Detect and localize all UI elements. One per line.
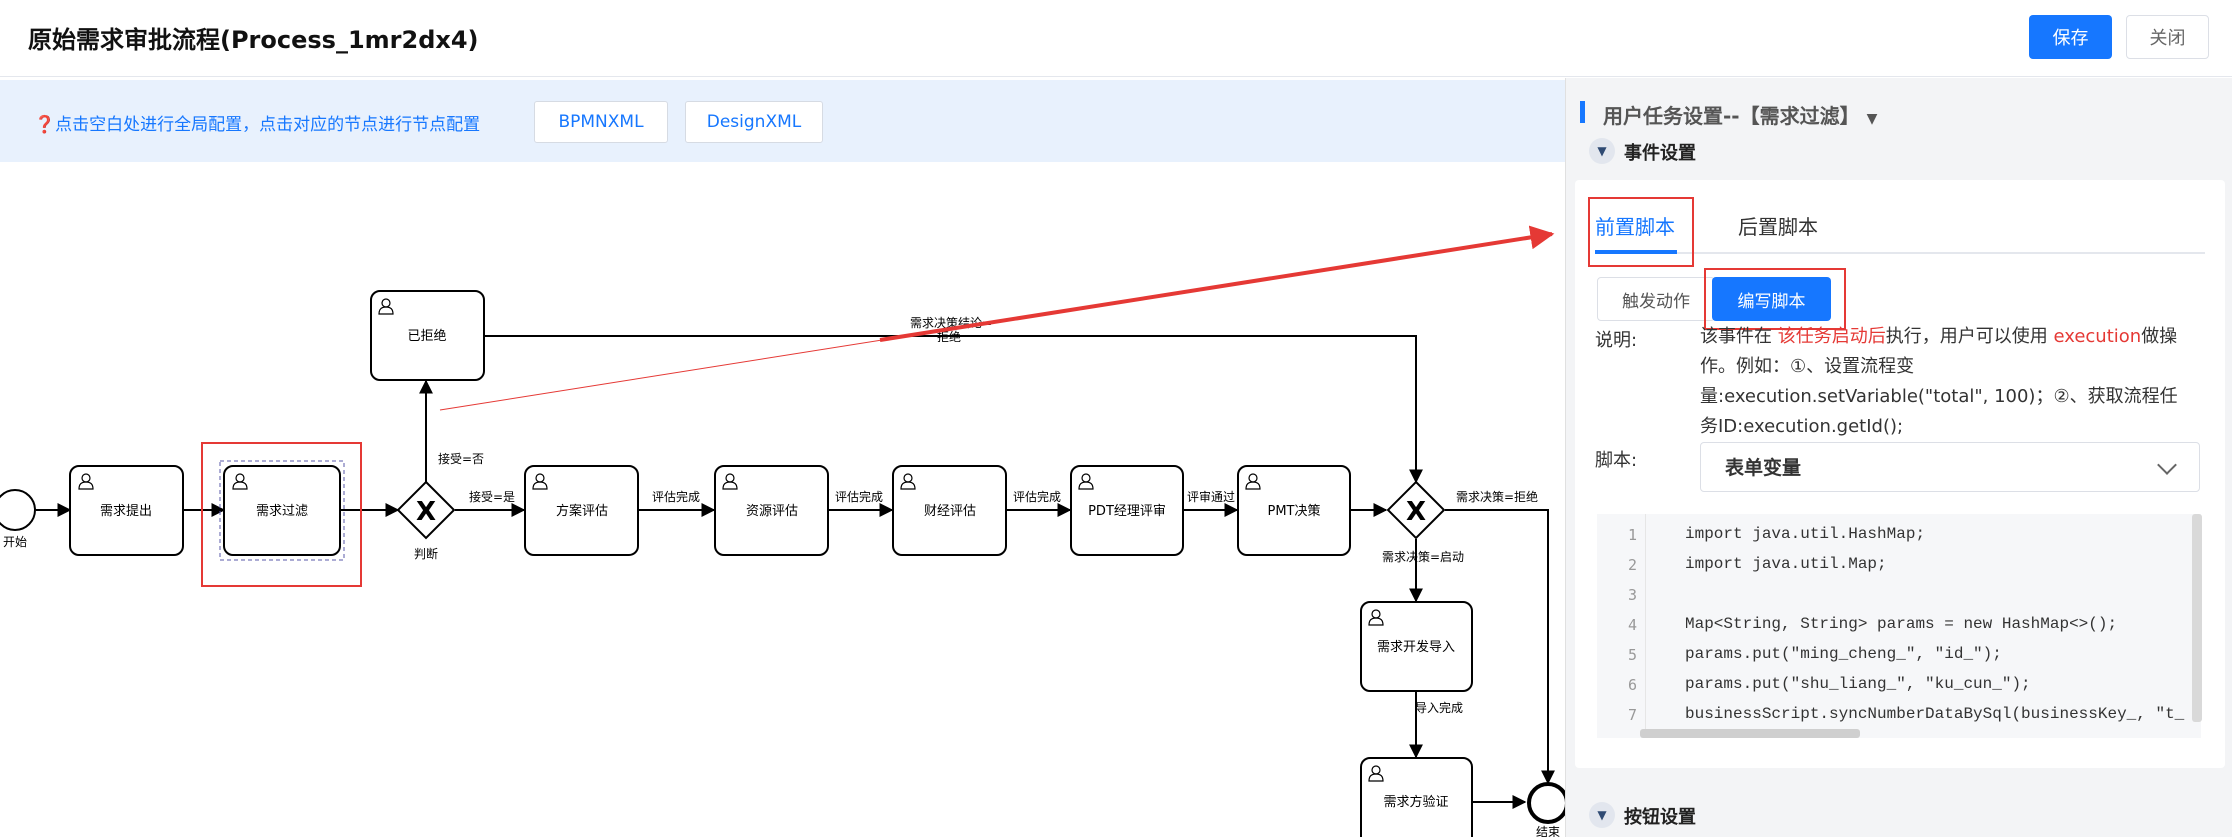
desc-label: 说明: — [1595, 330, 1638, 351]
task-rejected: 已拒绝 — [370, 290, 485, 381]
edge-label-eval-2: 评估完成 — [835, 489, 883, 504]
task-plan: 方案评估 — [524, 465, 639, 556]
trigger-action-button[interactable]: 触发动作 — [1597, 277, 1715, 321]
panel-title-accent — [1580, 101, 1585, 123]
task-filter: 需求过滤 — [219, 460, 345, 561]
task-verify-label: 需求方验证 — [1383, 794, 1448, 810]
event-section-title[interactable]: 事件设置 — [1624, 143, 1696, 164]
edge-label-eval-1: 评估完成 — [652, 489, 700, 504]
bpmn-xml-button[interactable]: BPMNXML — [534, 101, 668, 143]
task-submit-label: 需求提出 — [100, 503, 152, 519]
hint-text: ❓点击空白处进行全局配置，点击对应的节点进行节点配置 — [34, 115, 481, 135]
header-bar: 原始需求审批流程(Process_1mr2dx4) 保存 关闭 — [0, 0, 2232, 77]
task-dev-import: 需求开发导入 — [1360, 601, 1473, 692]
task-finance: 财经评估 — [892, 465, 1007, 556]
task-pmt: PMT决策 — [1237, 465, 1351, 556]
end-event: 结束 — [1527, 782, 1565, 837]
line-number: 3 — [1627, 586, 1637, 604]
edge-label-import-done: 导入完成 — [1415, 700, 1463, 715]
task-resource: 资源评估 — [714, 465, 829, 556]
save-button[interactable]: 保存 — [2029, 15, 2112, 59]
design-xml-button[interactable]: DesignXML — [685, 101, 823, 143]
edge-label-decision-top-2: 拒绝 — [937, 329, 961, 344]
end-label: 结束 — [1536, 825, 1560, 837]
script-select[interactable] — [1700, 442, 2200, 492]
gateway-decision: X — [1386, 480, 1446, 540]
highlight-box-edit — [1704, 268, 1846, 330]
line-number: 5 — [1627, 646, 1637, 664]
page-title: 原始需求审批流程(Process_1mr2dx4) — [28, 26, 479, 54]
task-verify: 需求方验证 — [1360, 757, 1473, 837]
start-event — [0, 489, 36, 531]
bpmn-canvas[interactable] — [0, 78, 1565, 837]
task-dev-import-label: 需求开发导入 — [1377, 639, 1455, 655]
edge-label-accept-no: 接受=否 — [438, 451, 484, 466]
gateway-judge-label: 判断 — [414, 546, 438, 561]
edge-label-review-pass: 评审通过 — [1187, 489, 1235, 504]
code-line: import java.util.HashMap; — [1685, 525, 1926, 543]
code-line: params.put("shu_liang_", "ku_cun_"); — [1685, 675, 2031, 693]
code-line: Map<String, String> params = new HashMap… — [1685, 615, 2118, 633]
line-number: 2 — [1627, 556, 1637, 574]
line-number: 4 — [1627, 616, 1637, 634]
highlight-box-tab — [1588, 197, 1694, 267]
line-number: 6 — [1627, 676, 1637, 694]
code-line: import java.util.Map; — [1685, 555, 1887, 573]
vertical-scrollbar[interactable] — [2192, 514, 2202, 722]
code-line: params.put("ming_cheng_", "id_"); — [1685, 645, 2002, 663]
close-button[interactable]: 关闭 — [2126, 15, 2209, 59]
task-pdt-label: PDT经理评审 — [1088, 504, 1166, 519]
task-finance-label: 财经评估 — [924, 504, 976, 519]
panel-title[interactable]: 用户任务设置--【需求过滤】 ▼ — [1603, 100, 1877, 129]
task-rejected-label: 已拒绝 — [407, 328, 446, 344]
tab-post-script[interactable]: 后置脚本 — [1738, 215, 1818, 239]
line-number: 1 — [1627, 526, 1637, 544]
desc-suffix: 做操作。例如：①、设置流程变量:execution.setVariable("t… — [1700, 326, 2178, 437]
desc-var: execution — [2053, 326, 2142, 347]
edit-script-button[interactable]: 编写脚本 — [1712, 277, 1831, 321]
horizontal-scrollbar[interactable] — [1640, 729, 1860, 738]
collapse-icon[interactable]: ▼ — [1589, 802, 1615, 828]
task-plan-label: 方案评估 — [556, 503, 608, 519]
line-number: 7 — [1627, 706, 1637, 724]
task-pmt-label: PMT决策 — [1268, 503, 1321, 519]
edge-label-eval-3: 评估完成 — [1013, 489, 1061, 504]
svg-text:X: X — [1406, 497, 1426, 527]
collapse-icon[interactable]: ▼ — [1589, 138, 1615, 164]
panel-title-text: 用户任务设置--【需求过滤】 — [1603, 104, 1860, 128]
task-submit: 需求提出 — [69, 465, 184, 556]
tab-pre-script[interactable]: 前置脚本 — [1595, 215, 1675, 239]
code-line: businessScript.syncNumberDataBySql(busin… — [1685, 705, 2185, 723]
edge-label-accept-yes: 接受=是 — [469, 489, 515, 504]
task-resource-label: 资源评估 — [746, 504, 798, 519]
task-pdt: PDT经理评审 — [1070, 465, 1184, 556]
desc-prefix: 该事件在 — [1700, 326, 1772, 347]
button-section-title[interactable]: 按钮设置 — [1624, 807, 1696, 828]
gateway-judge: X 判断 — [396, 480, 456, 561]
edge-label-decision-start: 需求决策=启动 — [1382, 550, 1464, 564]
svg-text:X: X — [416, 497, 436, 527]
task-filter-label: 需求过滤 — [256, 504, 308, 519]
highlight-box-filter — [201, 442, 362, 587]
bpmn-diagram: 开始 需求提出 需求过滤 X 判断 已拒绝 方案评估 资源评估 财经评估 — [0, 225, 1565, 837]
tab-divider — [1595, 252, 2205, 254]
description-text: 该事件在 该任务启动后执行，用户可以使用 execution做操作。例如：①、设… — [1700, 322, 2195, 442]
caret-down-icon[interactable]: ▼ — [1866, 111, 1878, 127]
tab-active-indicator — [1595, 250, 1677, 254]
edge-label-decision-reject: 需求决策=拒绝 — [1456, 489, 1538, 504]
script-select-value: 表单变量 — [1725, 457, 1802, 479]
start-label: 开始 — [3, 535, 27, 549]
code-editor[interactable]: 1 2 3 4 5 6 7 import java.util.HashMap; … — [1597, 514, 2201, 738]
annotation-arrow — [879, 225, 1555, 342]
desc-middle: 执行，用户可以使用 — [1885, 326, 2048, 347]
line-gutter — [1597, 514, 1646, 738]
desc-highlight: 该任务启动后 — [1777, 326, 1886, 347]
script-label: 脚本: — [1595, 450, 1638, 471]
